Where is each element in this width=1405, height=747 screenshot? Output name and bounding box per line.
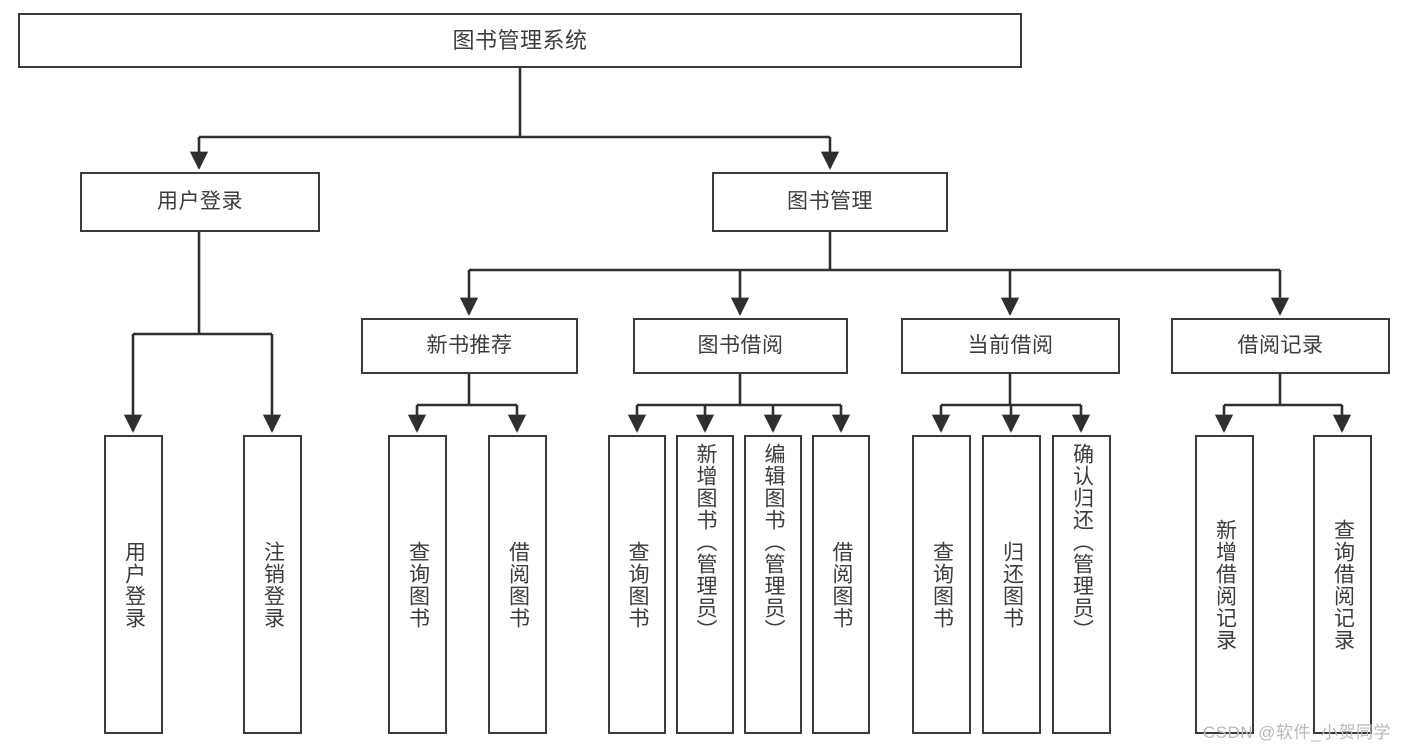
node-label: 新书推荐 [426,333,513,357]
node-borrow-records[interactable]: 借阅记录 [1171,318,1390,374]
node-label: 归还图书 [1000,540,1024,629]
node-label: 用户登录 [122,540,146,629]
csdn-watermark: CSDN @软件_小贺同学 [1202,723,1391,742]
leaf-new-book-borrow[interactable]: 借阅图书 [488,435,547,734]
node-label: 借阅图书 [830,540,854,629]
leaf-current-query-book[interactable]: 查询图书 [912,435,971,734]
leaf-borrow-edit-book[interactable]: 编辑图书（管理员） [744,435,802,734]
node-book-borrow[interactable]: 图书借阅 [633,318,848,374]
node-label: 新增借阅记录 [1213,518,1237,651]
node-label: 借阅图书 [506,540,530,629]
node-label: 查询图书 [406,540,430,629]
node-label: 用户登录 [157,189,243,213]
leaf-current-confirm-return[interactable]: 确认归还（管理员） [1052,435,1111,734]
leaf-records-query-record[interactable]: 查询借阅记录 [1313,435,1372,734]
leaf-current-return-book[interactable]: 归还图书 [982,435,1041,734]
node-label: 当前借阅 [967,333,1054,357]
leaf-records-add-record[interactable]: 新增借阅记录 [1195,435,1254,734]
node-label: 借阅记录 [1237,333,1324,357]
node-root-system[interactable]: 图书管理系统 [18,13,1022,68]
node-label: 图书管理 [787,189,873,213]
node-label: 查询图书 [626,540,650,629]
leaf-borrow-add-book[interactable]: 新增图书（管理员） [676,435,734,734]
node-label: 注销登录 [261,540,285,629]
node-label: 查询图书 [930,540,954,629]
node-label: 图书借阅 [697,333,784,357]
node-label: 编辑图书（管理员） [762,443,786,641]
leaf-user-login-signout[interactable]: 注销登录 [243,435,302,734]
node-label: 图书管理系统 [452,27,588,53]
node-label: 查询借阅记录 [1331,518,1355,651]
node-user-login[interactable]: 用户登录 [80,172,320,232]
leaf-new-book-query[interactable]: 查询图书 [388,435,447,734]
leaf-borrow-borrow-book[interactable]: 借阅图书 [812,435,870,734]
node-book-management[interactable]: 图书管理 [712,172,948,232]
leaf-user-login-signin[interactable]: 用户登录 [104,435,163,734]
node-label: 新增图书（管理员） [694,443,718,641]
node-label: 确认归还（管理员） [1070,443,1094,641]
leaf-borrow-query-book[interactable]: 查询图书 [608,435,666,734]
node-current-borrow[interactable]: 当前借阅 [901,318,1120,374]
node-new-book-recommend[interactable]: 新书推荐 [361,318,578,374]
